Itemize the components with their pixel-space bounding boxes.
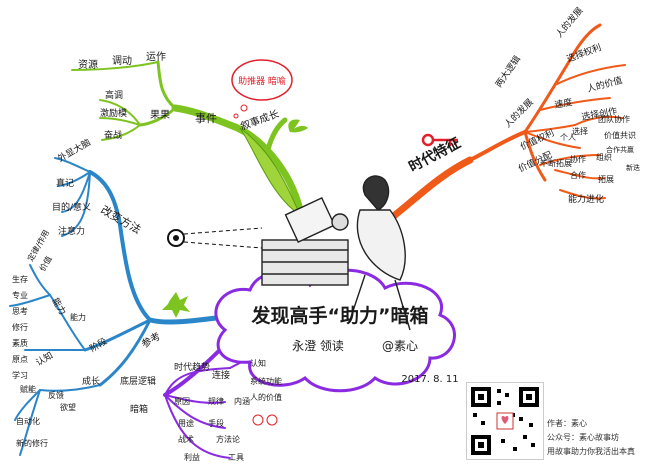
node-left-7: 能力 <box>70 312 86 322</box>
speech-bubble-text: 助推器 暗喻 <box>238 75 286 87</box>
node-right-18: 拓展 <box>598 174 614 184</box>
blue-branch <box>9 157 243 456</box>
node-left-9: 专业 <box>12 290 28 300</box>
node-left-33: 利益 <box>184 452 200 462</box>
date-label: 2017. 8. 11 <box>401 374 458 385</box>
node-right-12: 组织 <box>596 152 612 162</box>
node-top-1: 调动 <box>112 55 132 67</box>
node-top-5: 激励模 <box>100 107 127 119</box>
node-left-22: 认知 <box>250 358 266 368</box>
node-top-4: 高调 <box>105 89 123 101</box>
node-top-0: 资源 <box>78 58 98 71</box>
marker-circle <box>252 414 264 426</box>
center-title: 发现高手“助力”暗箱 <box>251 304 429 327</box>
node-left-10: 思考 <box>12 307 28 316</box>
node-left-6: 能力 <box>49 296 68 318</box>
node-left-0: 外显大脑 <box>56 136 93 164</box>
node-left-36: 赋能 <box>20 384 36 394</box>
node-right-5: 速度 <box>553 96 573 111</box>
node-left-28: 内涵 <box>234 396 250 406</box>
node-left-26: 原因 <box>174 397 190 406</box>
node-left-19: 底层逻辑 <box>120 375 156 387</box>
node-right-3: 人的价值 <box>586 74 624 95</box>
key-icon <box>421 133 458 147</box>
node-left-39: 新的修行 <box>16 438 48 448</box>
qr-code <box>466 382 544 460</box>
node-top-2: 运作 <box>146 51 166 63</box>
green-branch <box>71 60 304 214</box>
node-left-37: 欲望 <box>60 402 76 412</box>
node-right-2: 选择权利 <box>565 41 603 65</box>
credit-author: 作者：素心 <box>547 419 587 428</box>
qr-code-icon <box>471 387 539 455</box>
node-left-12: 阶段 <box>88 335 110 354</box>
node-left-32: 方法论 <box>216 434 240 444</box>
node-left-17: 成长 <box>82 375 100 387</box>
node-right-0: 人的发展 <box>553 5 585 40</box>
node-right-8: 个人 <box>560 133 576 142</box>
node-left-23: 系统功能 <box>250 376 282 386</box>
node-right-11: 价值共识 <box>604 130 636 140</box>
credit-account: 公众号：素心故事坊 <box>547 433 619 442</box>
node-left-16: 学习 <box>12 370 28 380</box>
node-right-1: 两大逻辑 <box>493 53 523 89</box>
center-cloud <box>214 268 456 393</box>
node-left-25: 暗箱 <box>130 403 148 415</box>
node-right-10: 团队协作 <box>598 114 630 124</box>
node-left-20: 时代趋势 <box>174 361 210 373</box>
node-left-27: 规律 <box>208 396 224 406</box>
node-left-31: 战术 <box>178 434 194 444</box>
node-right-9: 选择 <box>572 126 588 136</box>
node-left-21: 连接 <box>212 369 230 381</box>
lens-icon <box>167 227 263 249</box>
orange-branch <box>391 23 626 219</box>
node-left-1: 真记 <box>56 177 74 189</box>
branch-top-label: 事件 <box>195 112 217 125</box>
center-subtitle: 永澄 领读 <box>292 338 344 353</box>
sprout-icon <box>288 119 308 133</box>
node-left-30: 手段 <box>208 418 224 428</box>
node-left-8: 生存 <box>12 274 28 284</box>
node-left-35: 反馈 <box>48 390 64 400</box>
node-left-34: 工具 <box>228 453 244 462</box>
node-left-14: 素质 <box>12 338 28 348</box>
node-top-6: 奋战 <box>104 129 122 141</box>
node-right-20: 能力进化 <box>568 193 604 205</box>
node-right-16: 不断拓展 <box>540 158 572 168</box>
node-left-24: 人的价值 <box>250 392 282 402</box>
node-top-3: 果果 <box>150 109 170 121</box>
node-right-13: 协作 <box>570 154 586 164</box>
node-right-19: 新迭 <box>626 163 640 172</box>
speech-bubble <box>231 59 293 119</box>
node-left-15: 原点 <box>12 355 28 364</box>
node-left-38: 自动化 <box>16 416 40 426</box>
center-author-tag: @素心 <box>382 339 418 353</box>
credit-slogan: 用故事助力你我活出本真 <box>547 447 635 456</box>
node-right-17: 合作 <box>570 170 586 180</box>
node-left-2: 目的/意义 <box>52 201 91 213</box>
node-left-11: 认知 <box>34 349 56 368</box>
node-right-14: 合作共赢 <box>606 145 634 154</box>
sparkle-icon <box>162 292 190 318</box>
node-left-29: 用途 <box>178 418 194 428</box>
node-left-5: 价值 <box>37 254 54 273</box>
node-left-13: 修行 <box>12 322 28 332</box>
node-left-3: 注意力 <box>58 225 85 237</box>
center-illustration <box>261 175 411 331</box>
marker-circle <box>266 414 278 426</box>
